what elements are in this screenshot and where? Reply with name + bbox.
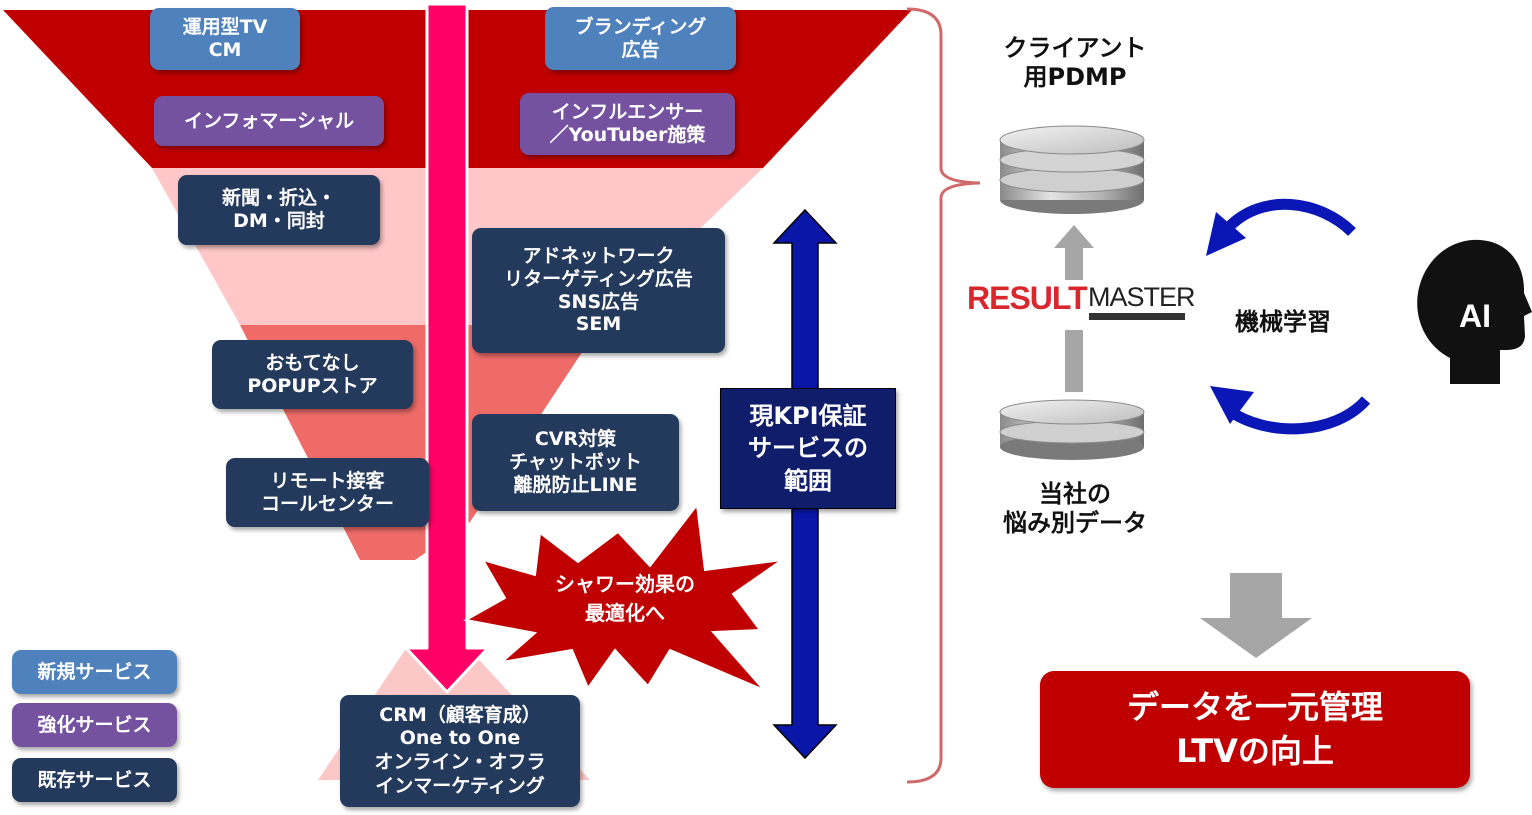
cvr-box: CVR対策 チャットボット 離脱防止LINE xyxy=(472,414,679,511)
client-pdmp-line-2: 用PDMP xyxy=(1023,62,1127,91)
branding-line-2: 広告 xyxy=(621,38,660,61)
influencer-line-1: インフルエンサー xyxy=(551,101,704,124)
ai-head-icon xyxy=(1417,239,1532,384)
logo-underline xyxy=(1089,313,1185,320)
logo-result-text: RESULT xyxy=(967,280,1088,316)
branding-box: ブランディング 広告 xyxy=(545,7,736,70)
kpi-line-2: サービスの xyxy=(748,434,868,463)
cvr-line-1: CVR対策 xyxy=(534,428,617,451)
kpi-range-box: 現KPI保証 サービスの 範囲 xyxy=(720,388,896,509)
omotenashi-line-2: POPUPストア xyxy=(247,374,378,397)
shower-line-2: 最適化へ xyxy=(585,601,665,625)
adnetwork-box: アドネットワーク リターゲティング広告 SNS広告 SEM xyxy=(472,228,725,353)
result-box: データを一元管理 LTVの向上 xyxy=(1040,671,1470,788)
down-arrow-icon xyxy=(1200,573,1312,658)
company-data-line-2: 悩み別データ xyxy=(1003,508,1147,537)
infomercial-line-1: インフォマーシャル xyxy=(183,109,355,132)
newspaper-line-1: 新聞・折込・ xyxy=(221,187,336,210)
influencer-box: インフルエンサー ／YouTuber施策 xyxy=(520,93,735,155)
omotenashi-line-1: おもてなし xyxy=(265,351,360,374)
company-data-label: 当社の 悩み別データ xyxy=(960,480,1190,538)
remote-line-2: コールセンター xyxy=(260,492,394,515)
cvr-line-3: 離脱防止LINE xyxy=(513,473,638,496)
newspaper-box: 新聞・折込・ DM・同封 xyxy=(178,175,380,245)
legend-existing-label: 既存サービス xyxy=(37,768,152,791)
machine-learning-label: 機械学習 xyxy=(1200,308,1366,337)
ai-label: AI xyxy=(1459,298,1491,334)
tv-cm-box: 運用型TV CM xyxy=(150,8,300,70)
client-pdmp-line-1: クライアント xyxy=(1003,34,1147,62)
kpi-line-1: 現KPI保証 xyxy=(749,401,867,430)
machine-learning-cycle-icon xyxy=(1206,198,1371,435)
adnetwork-line-4: SEM xyxy=(575,313,622,336)
adnetwork-line-2: リターゲティング広告 xyxy=(504,267,693,290)
company-data-line-1: 当社の xyxy=(1039,480,1111,508)
crm-box: CRM（顧客育成） One to One オンライン・オフラ インマーケティング xyxy=(340,695,580,807)
legend-new-label: 新規サービス xyxy=(37,660,152,683)
shower-effect-label: シャワー効果の 最適化へ xyxy=(510,570,740,628)
legend-new-service: 新規サービス xyxy=(12,650,177,694)
influencer-line-2: ／YouTuber施策 xyxy=(549,124,706,146)
legend-enhanced-service: 強化サービス xyxy=(12,703,177,747)
crm-line-3: オンライン・オフラ xyxy=(374,751,546,773)
legend-enhanced-label: 強化サービス xyxy=(37,713,152,736)
crm-line-4: インマーケティング xyxy=(375,774,545,797)
logo-master-text: MASTER xyxy=(1088,282,1196,312)
kpi-line-3: 範囲 xyxy=(784,466,832,495)
result-master-logo: RESULT MASTER xyxy=(967,280,1196,326)
omotenashi-box: おもてなし POPUPストア xyxy=(212,340,413,409)
shower-line-1: シャワー効果の xyxy=(555,572,695,596)
adnetwork-line-1: アドネットワーク xyxy=(522,244,675,267)
newspaper-line-2: DM・同封 xyxy=(233,210,325,232)
crm-line-2: One to One xyxy=(399,727,521,750)
remote-line-1: リモート接客 xyxy=(270,469,385,492)
adnetwork-line-3: SNS広告 xyxy=(557,290,640,313)
legend-existing-service: 既存サービス xyxy=(12,758,177,802)
tv-cm-line-2: CM xyxy=(208,39,242,61)
curly-brace xyxy=(906,7,981,784)
branding-line-1: ブランディング xyxy=(574,15,707,38)
pink-down-arrow xyxy=(404,2,490,694)
infomercial-box: インフォマーシャル xyxy=(154,96,384,146)
machine-learning-text: 機械学習 xyxy=(1235,308,1331,336)
result-line-2: LTVの向上 xyxy=(1176,731,1334,770)
company-data-database-icon xyxy=(999,399,1145,460)
cvr-line-2: チャットボット xyxy=(509,451,642,474)
client-pdmp-database-icon xyxy=(999,125,1145,214)
client-pdmp-label: クライアント 用PDMP xyxy=(960,34,1190,92)
crm-line-1: CRM（顧客育成） xyxy=(379,703,541,726)
shower-burst xyxy=(463,502,783,691)
tv-cm-line-1: 運用型TV xyxy=(182,16,268,39)
result-line-1: データを一元管理 xyxy=(1126,688,1383,727)
up-arrow-icon xyxy=(1054,225,1094,392)
remote-box: リモート接客 コールセンター xyxy=(226,458,429,527)
